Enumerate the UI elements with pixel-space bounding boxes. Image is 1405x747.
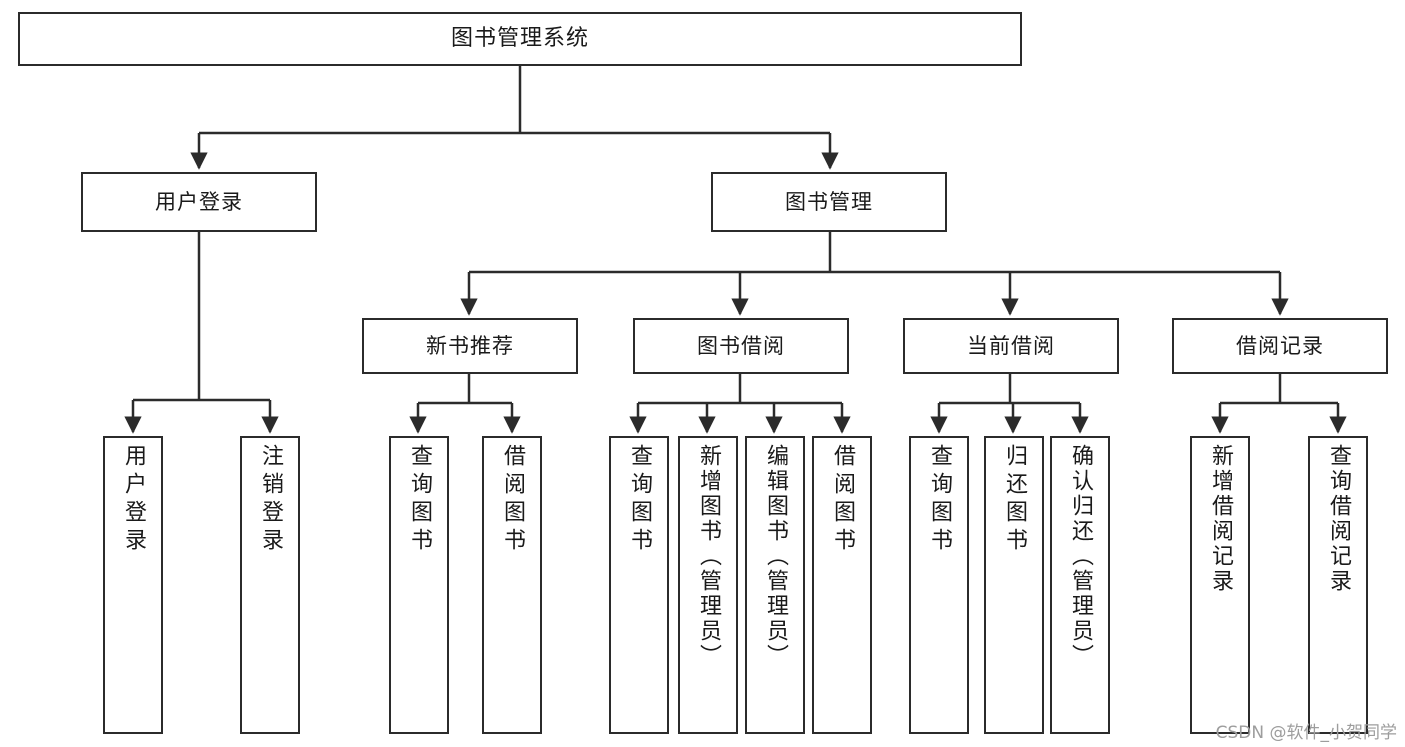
node-borrow-records[interactable]: 借阅记录	[1172, 318, 1388, 374]
node-label: 图书管理	[785, 189, 873, 214]
node-label: 确认归还（管理员）	[1068, 444, 1093, 669]
leaf-query-borrow-record[interactable]: 查询借阅记录	[1308, 436, 1368, 734]
leaf-add-borrow-record[interactable]: 新增借阅记录	[1190, 436, 1250, 734]
leaf-borrow-book-recommend[interactable]: 借阅图书	[482, 436, 542, 734]
node-label: 查询借阅记录	[1326, 444, 1351, 594]
leaf-query-book-current[interactable]: 查询图书	[909, 436, 969, 734]
node-label: 查询图书	[627, 444, 652, 556]
leaf-query-book-recommend[interactable]: 查询图书	[389, 436, 449, 734]
node-label: 用户登录	[121, 444, 146, 556]
node-label: 编辑图书（管理员）	[763, 444, 788, 669]
leaf-borrow-book[interactable]: 借阅图书	[812, 436, 872, 734]
node-user-login[interactable]: 用户登录	[81, 172, 317, 232]
node-label: 图书管理系统	[450, 26, 589, 52]
leaf-logout[interactable]: 注销登录	[240, 436, 300, 734]
node-label: 借阅图书	[830, 444, 855, 556]
leaf-return-book[interactable]: 归还图书	[984, 436, 1044, 734]
node-root-system[interactable]: 图书管理系统	[18, 12, 1022, 66]
node-label: 新增图书（管理员）	[696, 444, 721, 669]
leaf-add-book-admin[interactable]: 新增图书（管理员）	[678, 436, 738, 734]
node-book-management[interactable]: 图书管理	[711, 172, 947, 232]
node-label: 查询图书	[927, 444, 952, 556]
node-label: 注销登录	[258, 444, 283, 556]
node-label: 新书推荐	[426, 333, 514, 358]
csdn-watermark: CSDN @软件_小贺同学	[1215, 723, 1397, 743]
node-label: 借阅记录	[1236, 333, 1324, 358]
leaf-confirm-return-admin[interactable]: 确认归还（管理员）	[1050, 436, 1110, 734]
leaf-user-login[interactable]: 用户登录	[103, 436, 163, 734]
leaf-query-book-borrow[interactable]: 查询图书	[609, 436, 669, 734]
node-label: 归还图书	[1002, 444, 1027, 556]
node-label: 用户登录	[155, 189, 243, 214]
node-current-borrow[interactable]: 当前借阅	[903, 318, 1119, 374]
leaf-edit-book-admin[interactable]: 编辑图书（管理员）	[745, 436, 805, 734]
node-book-borrow[interactable]: 图书借阅	[633, 318, 849, 374]
node-label: 图书借阅	[697, 333, 785, 358]
node-label: 借阅图书	[500, 444, 525, 556]
node-label: 当前借阅	[967, 333, 1055, 358]
node-label: 查询图书	[407, 444, 432, 556]
node-new-book-recommend[interactable]: 新书推荐	[362, 318, 578, 374]
node-label: 新增借阅记录	[1208, 444, 1233, 594]
